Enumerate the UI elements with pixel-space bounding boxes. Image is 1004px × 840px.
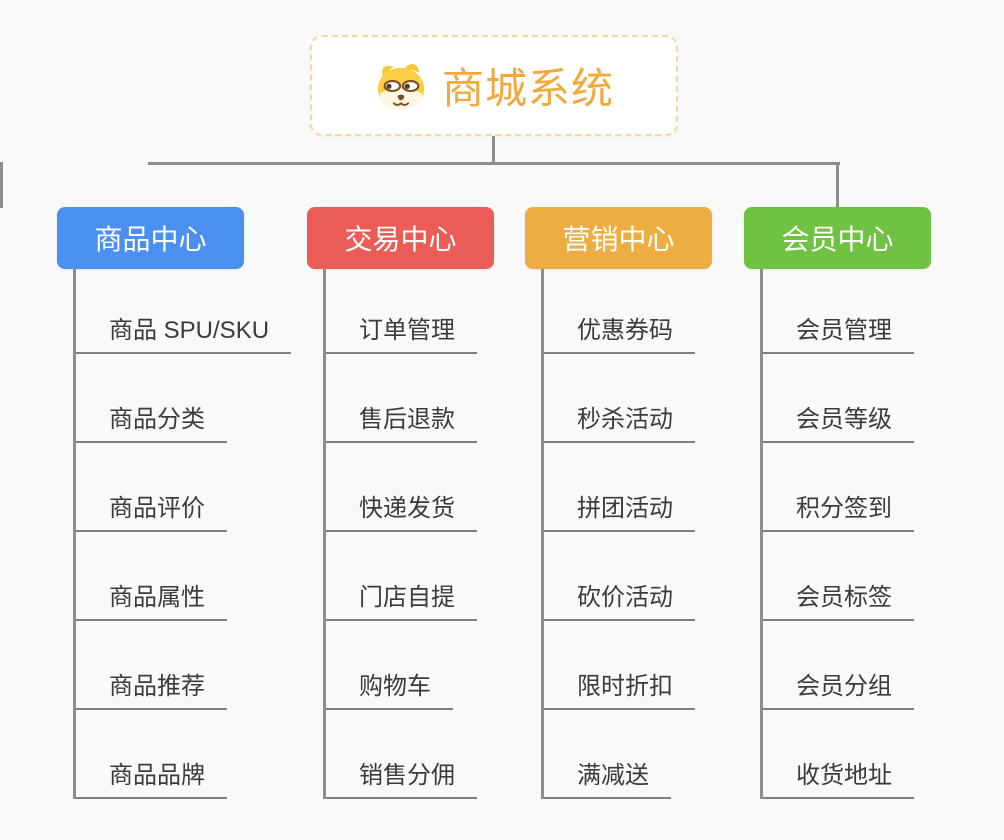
branch-label: 商品中心: [94, 224, 207, 255]
leaf-node[interactable]: 会员分组: [763, 621, 914, 710]
leaf-node[interactable]: 商品 SPU/SKU: [76, 269, 292, 354]
leaf-node[interactable]: 商品品牌: [76, 710, 227, 799]
branch-label: 会员中心: [781, 224, 894, 255]
root-title: 商城系统: [441, 65, 614, 112]
branch-label: 交易中心: [344, 224, 457, 255]
leaf-node[interactable]: 快递发货: [326, 443, 477, 532]
leaf-node[interactable]: 销售分佣: [326, 710, 477, 799]
leaf-node[interactable]: 订单管理: [326, 269, 477, 354]
connector-root-stub: [492, 136, 495, 165]
leaf-node[interactable]: 秒杀活动: [544, 354, 695, 443]
connector-branch-stub: [836, 162, 839, 208]
connector-horizontal-rail: [148, 162, 840, 165]
leaf-node[interactable]: 砍价活动: [544, 532, 695, 621]
branch-node-member-center[interactable]: 会员中心: [744, 207, 931, 269]
leaf-node[interactable]: 门店自提: [326, 532, 477, 621]
branch-label: 营销中心: [562, 224, 675, 255]
leaf-node[interactable]: 拼团活动: [544, 443, 695, 532]
branch-node-product-center[interactable]: 商品中心: [57, 207, 244, 269]
branch-marketing-center: 营销中心优惠券码秒杀活动拼团活动砍价活动限时折扣满减送: [525, 207, 712, 799]
branch-trade-center: 交易中心订单管理售后退款快递发货门店自提购物车销售分佣: [307, 207, 494, 799]
leaf-node[interactable]: 购物车: [326, 621, 453, 710]
leaf-node[interactable]: 收货地址: [763, 710, 914, 799]
branch-children-trade-center: 订单管理售后退款快递发货门店自提购物车销售分佣: [323, 269, 477, 799]
branch-children-member-center: 会员管理会员等级积分签到会员标签会员分组收货地址: [760, 269, 914, 799]
connector-branch-stub: [0, 162, 3, 208]
leaf-node[interactable]: 商品属性: [76, 532, 227, 621]
leaf-node[interactable]: 会员等级: [763, 354, 914, 443]
leaf-node[interactable]: 会员管理: [763, 269, 914, 354]
leaf-node[interactable]: 积分签到: [763, 443, 914, 532]
branch-member-center: 会员中心会员管理会员等级积分签到会员标签会员分组收货地址: [744, 207, 931, 799]
branch-node-marketing-center[interactable]: 营销中心: [525, 207, 712, 269]
dog-mascot-icon: [377, 63, 425, 110]
leaf-node[interactable]: 商品分类: [76, 354, 227, 443]
leaf-node[interactable]: 商品推荐: [76, 621, 227, 710]
root-node[interactable]: 商城系统: [310, 35, 678, 136]
leaf-node[interactable]: 限时折扣: [544, 621, 695, 710]
leaf-node[interactable]: 优惠券码: [544, 269, 695, 354]
leaf-node[interactable]: 售后退款: [326, 354, 477, 443]
leaf-node[interactable]: 会员标签: [763, 532, 914, 621]
branch-node-trade-center[interactable]: 交易中心: [307, 207, 494, 269]
leaf-node[interactable]: 满减送: [544, 710, 671, 799]
leaf-node[interactable]: 商品评价: [76, 443, 227, 532]
branch-children-marketing-center: 优惠券码秒杀活动拼团活动砍价活动限时折扣满减送: [541, 269, 695, 799]
